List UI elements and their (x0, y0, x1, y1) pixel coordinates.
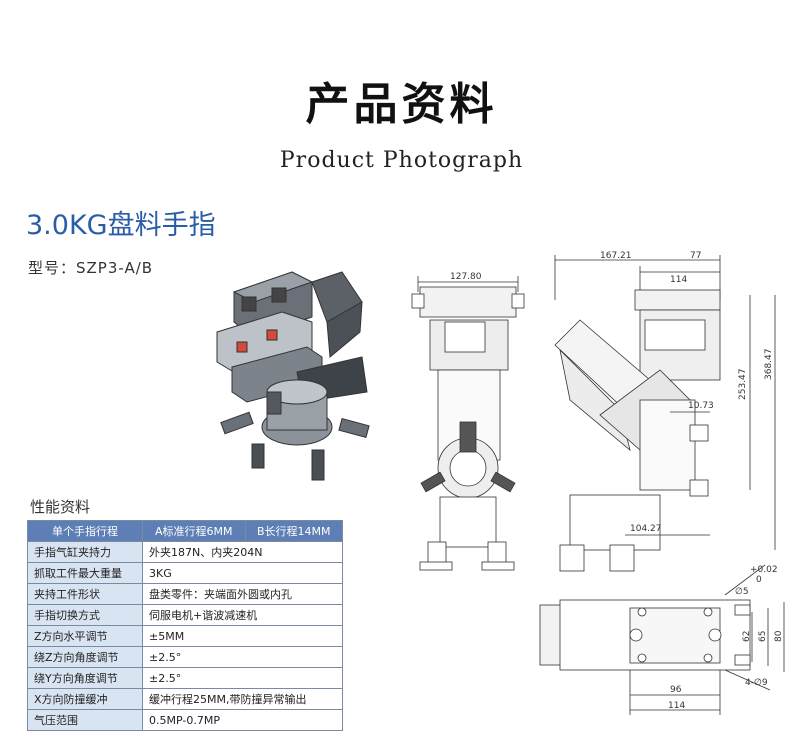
spec-header-row: 单个手指行程 A标准行程6MM B长行程14MM (27, 520, 344, 542)
table-row: 手指气缸夹持力外夹187N、内夹204N (27, 541, 343, 563)
dim-bottom-width-a: 96 (670, 685, 682, 695)
spec-value: 缓冲行程25MM,带防撞异常输出 (142, 688, 343, 710)
spec-label: 气压范围 (27, 709, 143, 731)
dim-bottom-width-b: 114 (668, 701, 685, 711)
bottom-view-drawing: 96 114 62 65 80 ∅5 +0.02 0 4-∅9 (539, 564, 785, 715)
dim-side-width-inner: 114 (670, 275, 687, 285)
table-row: 绕Z方向角度调节±2.5° (27, 646, 343, 668)
product-render (216, 271, 370, 481)
spec-label: 绕Y方向角度调节 (27, 667, 143, 689)
spec-table: 单个手指行程 A标准行程6MM B长行程14MM 手指气缸夹持力外夹187N、内… (27, 520, 344, 731)
dim-hole-dia2: 4-∅9 (745, 678, 768, 688)
spec-section-title: 性能资料 (30, 498, 91, 516)
dim-height-total: 368.47 (764, 349, 774, 381)
spec-value: 伺服电机+谐波减速机 (142, 604, 343, 626)
dim-front-width: 127.80 (450, 272, 482, 282)
spec-value: ±2.5° (142, 667, 343, 689)
dim-hole-tol: +0.02 (750, 565, 778, 575)
spec-value: 外夹187N、内夹204N (142, 541, 343, 563)
dim-offset-small: 10.73 (688, 401, 714, 411)
dim-bottom-h2: 65 (758, 631, 768, 642)
dim-side-width-total: 167.21 (600, 251, 632, 261)
table-row: X方向防撞缓冲缓冲行程25MM,带防撞异常输出 (27, 688, 343, 710)
side-view-drawing: 167.21 77 114 253.47 368.47 10.73 104.27 (554, 251, 776, 572)
dim-bottom-h1: 62 (742, 631, 752, 642)
page-subtitle: Product Photograph (279, 148, 524, 173)
spec-header-a: A标准行程6MM (142, 520, 246, 542)
front-view-drawing: 127.80 (411, 272, 525, 571)
dim-hole-tol2: 0 (756, 575, 762, 585)
dim-bottom-h3: 80 (774, 630, 784, 642)
spec-value: 0.5MP-0.7MP (142, 709, 343, 731)
dim-hole-dia: ∅5 (735, 587, 749, 597)
product-model: 型号：SZP3-A/B (28, 259, 154, 277)
table-row: 绕Y方向角度调节±2.5° (27, 667, 343, 689)
spec-header-label: 单个手指行程 (27, 520, 143, 542)
table-row: Z方向水平调节±5MM (27, 625, 343, 647)
product-name: 3.0KG盘料手指 (26, 210, 216, 241)
spec-label: 手指切换方式 (27, 604, 143, 626)
spec-label: 手指气缸夹持力 (27, 541, 143, 563)
table-row: 夹持工件形状盘类零件：夹端面外圆或内孔 (27, 583, 343, 605)
table-row: 手指切换方式伺服电机+谐波减速机 (27, 604, 343, 626)
spec-value: 盘类零件：夹端面外圆或内孔 (142, 583, 343, 605)
spec-label: 夹持工件形状 (27, 583, 143, 605)
spec-value: ±2.5° (142, 646, 343, 668)
page-title: 产品资料 (305, 79, 498, 130)
spec-value: 3KG (142, 562, 343, 584)
spec-label: Z方向水平调节 (27, 625, 143, 647)
spec-value: ±5MM (142, 625, 343, 647)
dim-offset-base: 104.27 (630, 524, 662, 534)
spec-label: 抓取工件最大重量 (27, 562, 143, 584)
dim-height-mid: 253.47 (738, 369, 748, 401)
dim-side-width-top: 77 (690, 251, 701, 261)
spec-label: 绕Z方向角度调节 (27, 646, 143, 668)
spec-label: X方向防撞缓冲 (27, 688, 143, 710)
spec-header-b: B长行程14MM (244, 520, 344, 542)
